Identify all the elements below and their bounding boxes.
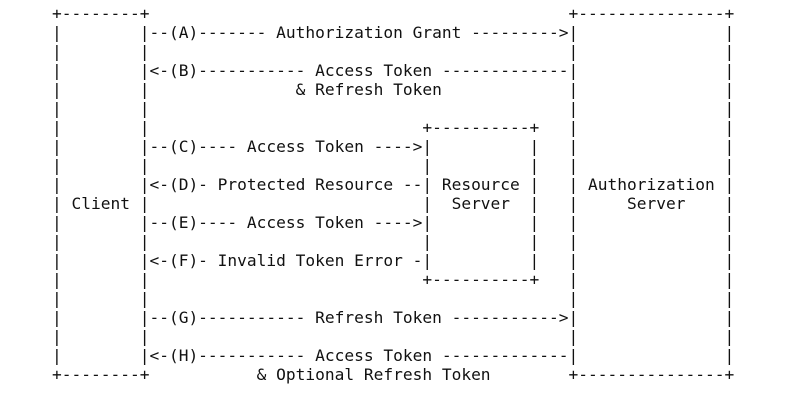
diagram-line: | |--(G)----------- Refresh Token ------… [52, 308, 735, 327]
diagram-line: | |<-(B)----------- Access Token -------… [52, 61, 735, 80]
diagram-line: | |--(E)---- Access Token ---->| | | | [52, 213, 735, 232]
diagram-line: | Client | | Server | | Server | [52, 194, 735, 213]
diagram-line: | | & Refresh Token | | [52, 80, 735, 99]
diagram-line: | | | | [52, 289, 735, 308]
diagram-line: | |<-(F)- Invalid Token Error -| | | | [52, 251, 735, 270]
diagram-line: | |--(C)---- Access Token ---->| | | | [52, 137, 735, 156]
diagram-line: | | +----------+ | | [52, 270, 735, 289]
diagram-line: | | | | [52, 99, 735, 118]
oauth-refresh-flow-diagram: +--------+ +---------------+ | |--(A)---… [52, 4, 734, 384]
diagram-line: +--------+ & Optional Refresh Token +---… [52, 365, 735, 384]
diagram-line: | | | | [52, 42, 735, 61]
diagram-line: | |<-(H)----------- Access Token -------… [52, 346, 735, 365]
diagram-line: | | | | [52, 327, 735, 346]
diagram-line: | |<-(D)- Protected Resource --| Resourc… [52, 175, 735, 194]
diagram-line: | | | | | | [52, 156, 735, 175]
diagram-line: +--------+ +---------------+ [52, 4, 735, 23]
diagram-line: | |--(A)------- Authorization Grant ----… [52, 23, 735, 42]
diagram-line: | | | | | | [52, 232, 735, 251]
diagram-line: | | +----------+ | | [52, 118, 735, 137]
